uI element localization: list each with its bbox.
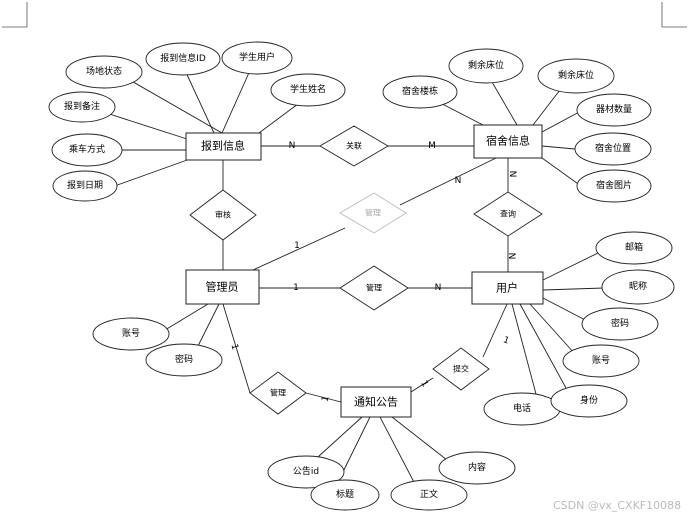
svg-text:用户: 用户: [496, 281, 518, 295]
cardinality-label: N: [435, 283, 442, 293]
attribute-venue-status: 场地状态: [65, 55, 143, 89]
svg-text:宿舍图片: 宿舍图片: [596, 179, 632, 191]
svg-text:宿舍信息: 宿舍信息: [486, 134, 530, 148]
cardinality-label: 1: [294, 241, 300, 251]
svg-text:关联: 关联: [346, 141, 362, 151]
svg-text:标题: 标题: [336, 488, 354, 500]
entity-dorm-info: 宿舍信息: [473, 124, 543, 159]
svg-text:场地状态: 场地状态: [86, 65, 122, 77]
svg-text:学生用户: 学生用户: [239, 51, 275, 63]
cardinality-label: N: [506, 253, 516, 260]
svg-text:昵称: 昵称: [629, 280, 647, 292]
attribute-title: 标题: [310, 479, 380, 511]
svg-text:密码: 密码: [175, 353, 193, 365]
svg-text:报到日期: 报到日期: [67, 179, 103, 191]
attribute-identity: 身份: [550, 384, 628, 418]
svg-text:报到备注: 报到备注: [64, 100, 100, 112]
attribute-notice-id: 公告id: [267, 455, 345, 489]
cardinality-label: 1: [228, 343, 239, 351]
crop-mark-top-right: [661, 2, 687, 28]
attribute-student-name: 学生姓名: [270, 73, 346, 107]
svg-text:宿舍楼栋: 宿舍楼栋: [402, 85, 438, 97]
entity-admin: 管理员: [185, 269, 260, 305]
attribute-transport: 乘车方式: [51, 133, 123, 167]
attribute-body: 正文: [390, 479, 468, 511]
svg-text:剩余床位: 剩余床位: [468, 59, 504, 71]
attribute-student-user: 学生用户: [221, 41, 293, 75]
entity-notice: 通知公告: [340, 386, 412, 418]
relation-query: 查询: [473, 191, 543, 237]
attribute-nickname: 昵称: [601, 269, 675, 305]
crop-mark-top-left: [2, 2, 28, 28]
svg-text:公告id: 公告id: [293, 465, 319, 477]
entities: 报到信息 宿舍信息 管理员 用户 通知公告: [185, 124, 544, 418]
attribute-check-in-id: 报到信息ID: [145, 42, 221, 76]
svg-text:账号: 账号: [122, 328, 140, 339]
relation-review: 审核: [189, 189, 257, 241]
attribute-remaining-beds: 剩余床位: [448, 48, 524, 84]
attribute-dorm-image: 宿舍图片: [576, 169, 652, 203]
svg-text:管理: 管理: [270, 388, 286, 398]
svg-text:查询: 查询: [500, 209, 516, 219]
cardinality-label: N: [289, 141, 296, 151]
svg-text:器材数量: 器材数量: [596, 103, 632, 115]
cardinality-label: 1: [418, 379, 430, 389]
attribute-remaining-beds: 剩余床位: [537, 58, 615, 94]
relation-manage-user: 管理: [339, 265, 409, 311]
relation-manage-dorm: 管理: [339, 192, 407, 234]
svg-text:账号: 账号: [592, 355, 610, 366]
svg-text:邮箱: 邮箱: [625, 241, 643, 253]
svg-text:学生姓名: 学生姓名: [290, 83, 326, 95]
svg-text:密码: 密码: [611, 317, 629, 329]
svg-text:身份: 身份: [580, 394, 598, 406]
cardinalities: N M 1 N 1 N N N 1 1 1 1: [228, 141, 517, 403]
attribute-content: 内容: [438, 451, 516, 485]
cardinality-label: 1: [502, 335, 511, 346]
attribute-admin-account: 账号: [92, 317, 170, 351]
attribute-check-in-date: 报到日期: [52, 170, 118, 202]
attributes: 场地状态 报到信息ID 学生用户 学生姓名 报到备注 乘车方式 报到日期: [48, 41, 675, 511]
svg-text:乘车方式: 乘车方式: [69, 143, 105, 155]
crop-marks: [2, 2, 687, 28]
cardinality-label: M: [428, 141, 436, 151]
relation-manage-notice: 管理: [249, 371, 307, 415]
entity-user: 用户: [471, 271, 544, 305]
svg-text:剩余床位: 剩余床位: [558, 69, 594, 81]
attribute-dorm-location: 宿舍位置: [574, 132, 652, 166]
attribute-equipment-count: 器材数量: [576, 93, 652, 127]
svg-text:报到信息: 报到信息: [201, 139, 245, 153]
relation-associate: 关联: [319, 125, 389, 167]
svg-text:正文: 正文: [420, 488, 438, 500]
attribute-dorm-building: 宿舍楼栋: [382, 75, 458, 109]
svg-text:宿舍位置: 宿舍位置: [595, 142, 631, 154]
attribute-user-account: 账号: [562, 344, 640, 378]
attribute-user-password: 密码: [581, 307, 659, 341]
cardinality-label: N: [455, 176, 462, 186]
relationships: 关联 审核 管理 查询 管理 管理 提交: [189, 125, 543, 415]
entity-check-in-info: 报到信息: [185, 132, 262, 161]
attribute-admin-password: 密码: [145, 343, 223, 377]
relation-submit: 提交: [432, 347, 490, 391]
attribute-email: 邮箱: [595, 231, 673, 265]
svg-text:内容: 内容: [468, 461, 486, 473]
svg-text:管理员: 管理员: [206, 280, 239, 294]
svg-text:管理: 管理: [365, 208, 381, 218]
svg-text:审核: 审核: [215, 210, 231, 220]
svg-text:管理: 管理: [366, 283, 382, 293]
cardinality-label: N: [507, 171, 517, 178]
watermark: CSDN @vx_CXKF10088: [553, 499, 681, 512]
svg-text:提交: 提交: [453, 364, 469, 374]
svg-text:报到信息ID: 报到信息ID: [160, 52, 206, 64]
svg-text:通知公告: 通知公告: [354, 395, 398, 409]
cardinality-label: 1: [293, 283, 299, 293]
cardinality-label: 1: [320, 395, 331, 403]
attribute-phone: 电话: [483, 392, 561, 426]
svg-text:电话: 电话: [513, 402, 531, 414]
attribute-check-in-remark: 报到备注: [48, 91, 116, 123]
